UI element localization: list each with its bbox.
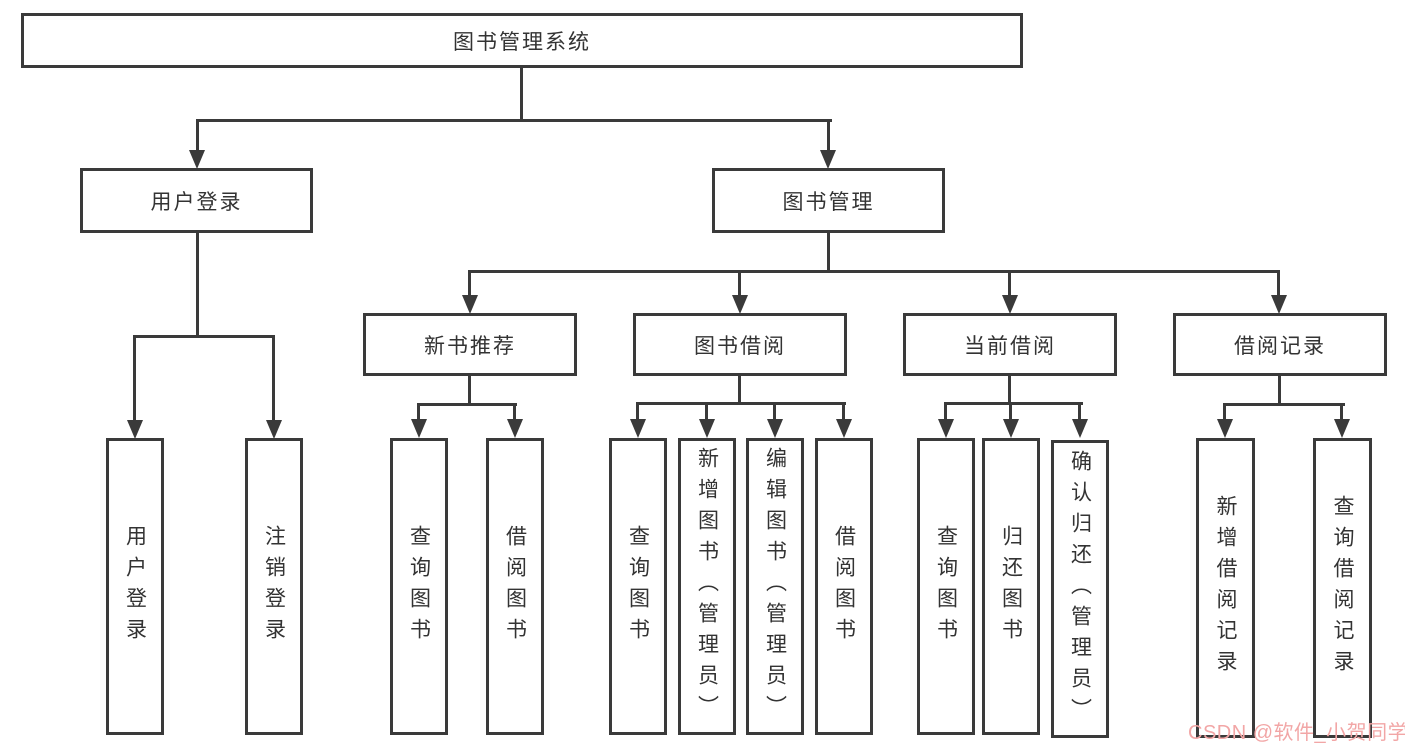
connector-book-management-stem	[827, 233, 830, 273]
arrow-down-icon	[1334, 419, 1350, 438]
leaf-user-login-label: 用户登录	[123, 524, 147, 649]
arrow-down-icon	[630, 419, 646, 438]
node-borrowing-records-label: 借阅记录	[1234, 334, 1326, 358]
leaf-query-borrow-record-label: 查询借阅记录	[1331, 495, 1354, 681]
connector-drop-leaf	[636, 402, 639, 421]
leaf-borrow-books-label: 借阅图书	[832, 524, 856, 649]
leaf-add-books-admin: 新增图书（管理员）	[678, 438, 736, 735]
connector-group-bar	[1223, 403, 1345, 406]
connector-group-bar	[944, 402, 1083, 405]
leaf-logout-label: 注销登录	[262, 524, 286, 649]
connector-group-stem	[1008, 376, 1011, 405]
arrow-down-icon	[507, 419, 523, 438]
leaf-borrow-books-recommend-label: 借阅图书	[503, 524, 527, 649]
node-book-borrowing-label: 图书借阅	[694, 334, 786, 358]
leaf-query-books-current-label: 查询图书	[934, 524, 958, 649]
arrow-down-icon	[266, 420, 282, 439]
arrow-down-icon	[938, 419, 954, 438]
connector-drop-leaf	[513, 403, 516, 421]
leaf-logout: 注销登录	[245, 438, 303, 735]
node-book-management: 图书管理	[712, 168, 945, 233]
node-user-login-label: 用户登录	[150, 190, 243, 214]
node-book-management-label: 图书管理	[782, 190, 875, 214]
arrow-down-icon	[1217, 419, 1233, 438]
connector-drop-group	[1008, 270, 1011, 296]
arrow-down-icon	[1271, 295, 1287, 314]
leaf-query-books-current: 查询图书	[917, 438, 975, 735]
leaf-return-books-label: 归还图书	[999, 524, 1023, 649]
leaf-add-books-admin-label: 新增图书（管理员）	[695, 447, 719, 726]
arrow-down-icon	[411, 419, 427, 438]
node-library-system: 图书管理系统	[21, 13, 1023, 68]
connector-group-stem	[1278, 376, 1281, 406]
arrow-down-icon	[820, 150, 836, 169]
arrow-down-icon	[1003, 419, 1019, 438]
connector-drop-leaf	[133, 335, 136, 421]
node-book-borrowing: 图书借阅	[633, 313, 847, 376]
connector-drop-leaf	[705, 402, 708, 421]
connector-drop-leaf	[944, 402, 947, 421]
arrow-down-icon	[1072, 419, 1088, 438]
connector-drop-user-login	[196, 119, 199, 151]
leaf-add-borrow-record-label: 新增借阅记录	[1214, 495, 1237, 681]
leaf-borrow-books-recommend: 借阅图书	[486, 438, 544, 735]
leaf-confirm-return-admin: 确认归还（管理员）	[1051, 440, 1109, 738]
connector-group-stem	[468, 376, 471, 406]
node-user-login: 用户登录	[80, 168, 313, 233]
connector-drop-book-management	[827, 119, 830, 151]
leaf-confirm-return-admin-label: 确认归还（管理员）	[1068, 449, 1092, 729]
connector-root-stem	[520, 68, 523, 120]
connector-drop-group	[468, 270, 471, 296]
connector-drop-leaf	[1009, 402, 1012, 421]
arrow-down-icon	[1002, 295, 1018, 314]
node-new-book-recommendation-label: 新书推荐	[424, 334, 516, 358]
connector-group-bar	[417, 403, 517, 406]
connector-group-bar	[636, 402, 846, 405]
arrow-down-icon	[462, 295, 478, 314]
node-new-book-recommendation: 新书推荐	[363, 313, 577, 376]
leaf-edit-books-admin: 编辑图书（管理员）	[746, 438, 804, 735]
leaf-user-login: 用户登录	[106, 438, 164, 735]
leaf-query-books-borrowing: 查询图书	[609, 438, 667, 735]
leaf-edit-books-admin-label: 编辑图书（管理员）	[763, 447, 787, 726]
connector-user-login-bar	[133, 335, 275, 338]
leaf-borrow-books: 借阅图书	[815, 438, 873, 735]
connector-drop-leaf	[842, 402, 845, 421]
arrow-down-icon	[127, 420, 143, 439]
leaf-add-borrow-record: 新增借阅记录	[1196, 438, 1255, 738]
leaf-return-books: 归还图书	[982, 438, 1040, 735]
leaf-query-books-recommend: 查询图书	[390, 438, 448, 735]
node-borrowing-records: 借阅记录	[1173, 313, 1387, 376]
watermark: CSDN @软件_小贺同学	[1188, 722, 1405, 744]
leaf-query-borrow-record: 查询借阅记录	[1313, 438, 1372, 738]
connector-book-management-bar	[468, 270, 1280, 273]
leaf-query-books-recommend-label: 查询图书	[407, 524, 431, 649]
arrow-down-icon	[189, 150, 205, 169]
connector-drop-leaf	[1223, 403, 1226, 421]
node-current-borrowing: 当前借阅	[903, 313, 1117, 376]
arrow-down-icon	[767, 419, 783, 438]
connector-drop-leaf	[272, 335, 275, 421]
arrow-down-icon	[836, 419, 852, 438]
connector-user-login-stem	[196, 233, 199, 336]
leaf-query-books-borrowing-label: 查询图书	[626, 524, 650, 649]
arrow-down-icon	[699, 419, 715, 438]
connector-drop-leaf	[1340, 403, 1343, 421]
node-current-borrowing-label: 当前借阅	[964, 334, 1056, 358]
connector-drop-group	[1277, 270, 1280, 296]
connector-root-bar	[196, 119, 832, 122]
node-library-system-label: 图书管理系统	[453, 30, 591, 54]
connector-drop-leaf	[773, 402, 776, 421]
connector-group-stem	[738, 374, 741, 405]
connector-drop-leaf	[417, 403, 420, 421]
arrow-down-icon	[732, 295, 748, 314]
connector-drop-leaf	[1078, 402, 1081, 421]
connector-drop-group	[738, 270, 741, 296]
